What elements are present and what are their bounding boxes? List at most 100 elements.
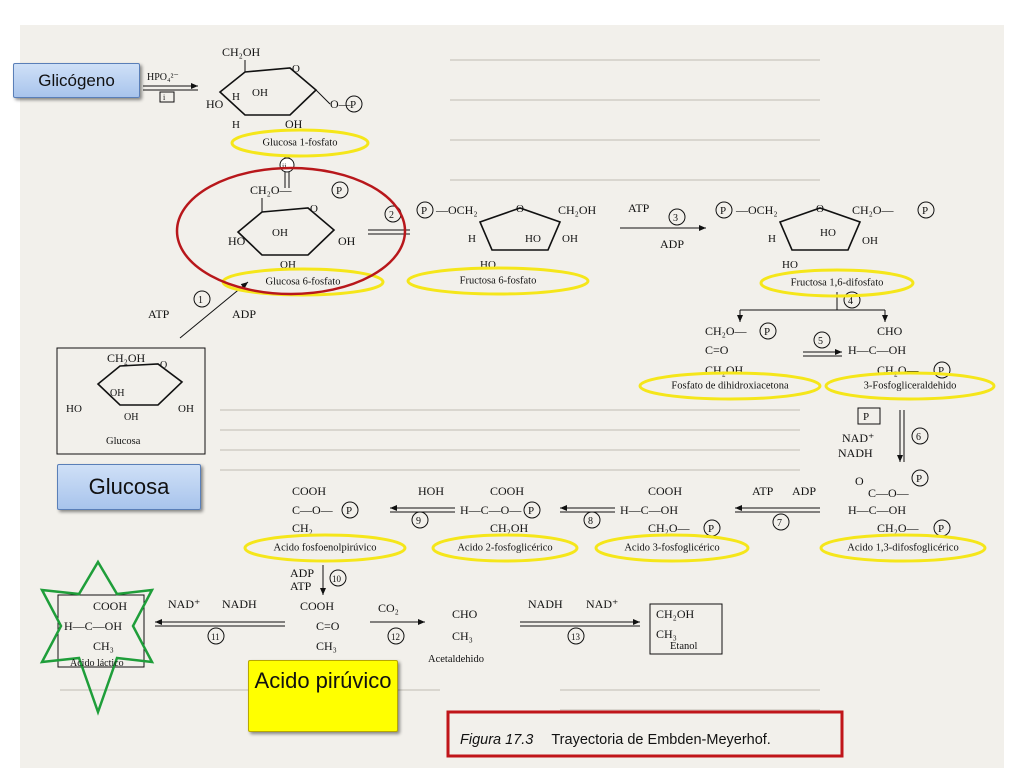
label-acido-2-fosfoglicerico: Acido 2-fosfoglicérico <box>457 542 553 554</box>
fosfoglicerico-3-structure: COOH H—C—OH CH₂O— P <box>620 484 721 537</box>
svg-text:P: P <box>421 205 427 217</box>
svg-text:i: i <box>163 93 166 102</box>
svg-text:O: O <box>516 203 524 215</box>
svg-text:P: P <box>922 205 928 217</box>
svg-text:HO: HO <box>228 234 246 248</box>
svg-text:OH: OH <box>285 117 303 131</box>
label-fosfato-dihidroxiacetona: Fosfato de dihidroxiacetona <box>671 380 789 392</box>
svg-text:OH: OH <box>178 403 194 415</box>
label-glucosa-box: Glucosa <box>106 436 141 447</box>
svg-text:HO: HO <box>782 259 798 271</box>
svg-text:4: 4 <box>848 296 853 307</box>
label-fructosa-1-6-difosfato: Fructosa 1,6-difosfato <box>790 277 884 289</box>
svg-text:5: 5 <box>818 336 823 347</box>
atp-label-3: ATP <box>628 201 650 215</box>
svg-text:P: P <box>336 185 342 197</box>
svg-text:8: 8 <box>588 516 593 527</box>
svg-text:OH: OH <box>124 412 138 423</box>
label-acido-fosfoenolpiruvico: Acido fosfoenolpirúvico <box>273 542 377 554</box>
hpo4-label: HPO₄²⁻ <box>147 72 179 83</box>
svg-text:13: 13 <box>571 632 581 642</box>
svg-text:12: 12 <box>391 632 400 642</box>
figure-caption: Figura 17.3 Trayectoria de Embden-Meyerho… <box>460 732 771 748</box>
label-etanol: Etanol <box>670 641 698 652</box>
svg-text:H—C—OH: H—C—OH <box>620 503 678 517</box>
atp-label-10: ATP <box>290 579 312 593</box>
svg-text:3: 3 <box>673 213 678 224</box>
svg-text:H: H <box>468 233 476 245</box>
piruvico-structure: COOH C=O CH₃ <box>300 599 340 653</box>
figure-title: Trayectoria de Embden-Meyerhof. <box>551 732 771 748</box>
svg-text:CH₂OH: CH₂OH <box>222 45 261 59</box>
svg-text:CH₂O—: CH₂O— <box>705 324 748 338</box>
svg-text:—OCH₂: —OCH₂ <box>435 203 478 217</box>
glucosa-6-fosfato-circle <box>175 166 407 296</box>
difosfoglicerico-structure: O C—O— P H—C—OH CH₂O— P <box>848 469 951 537</box>
label-glucosa-1-fosfato: Glucosa 1-fosfato <box>262 137 338 149</box>
svg-text:H—C—O—: H—C—O— <box>460 503 522 517</box>
dihidroxiacetona-structure: CH₂O— P C=O CH₂OH <box>705 322 777 377</box>
svg-text:P: P <box>938 523 944 535</box>
nad-label-13: NAD⁺ <box>586 597 618 611</box>
svg-text:CH₂OH: CH₂OH <box>705 363 744 377</box>
svg-text:CH₃: CH₃ <box>452 629 473 643</box>
svg-text:ii: ii <box>282 162 287 171</box>
svg-text:CH₃: CH₃ <box>316 639 337 653</box>
svg-text:O: O <box>855 474 864 488</box>
svg-text:OH: OH <box>562 233 578 245</box>
callout-glicogeno: Glicógeno <box>13 63 140 98</box>
co2-label: CO₂ <box>378 601 399 615</box>
adp-label-7: ADP <box>792 484 816 498</box>
svg-text:11: 11 <box>211 632 220 642</box>
svg-text:CH₂OH: CH₂OH <box>656 607 695 621</box>
svg-text:H: H <box>232 119 240 131</box>
svg-text:P: P <box>938 365 944 377</box>
svg-text:OH: OH <box>338 234 356 248</box>
adp-label-3: ADP <box>660 237 684 251</box>
atp-label-1: ATP <box>148 307 170 321</box>
svg-text:OH: OH <box>110 388 124 399</box>
figure-number: Figura 17.3 <box>460 732 534 748</box>
svg-text:COOH: COOH <box>648 484 682 498</box>
svg-text:CH₃: CH₃ <box>656 627 677 641</box>
svg-text:7: 7 <box>777 518 782 529</box>
acido-lactico-structure: COOH H—C—OH CH₃ <box>57 594 145 668</box>
label-glucosa-6-fosfato: Glucosa 6-fosfato <box>265 276 341 288</box>
svg-text:H: H <box>232 91 240 103</box>
svg-text:C=O: C=O <box>316 619 340 633</box>
adp-label-1: ADP <box>232 307 256 321</box>
svg-text:P: P <box>916 473 922 485</box>
etanol-structure: CH₂OH CH₃ <box>649 603 723 655</box>
label-acido-1-3-difosfoglicerico: Acido 1,3-difosfoglicérico <box>847 542 959 554</box>
svg-text:CH₂OH: CH₂OH <box>107 351 146 365</box>
svg-text:P: P <box>764 326 770 338</box>
svg-text:O: O <box>310 203 318 215</box>
svg-text:10: 10 <box>332 574 342 584</box>
svg-text:H—C—OH: H—C—OH <box>848 343 906 357</box>
svg-text:HO: HO <box>206 97 224 111</box>
svg-text:O: O <box>292 63 300 75</box>
svg-text:CH₂OH: CH₂OH <box>558 203 597 217</box>
svg-text:C=O: C=O <box>705 343 729 357</box>
svg-text:CHO: CHO <box>452 607 478 621</box>
svg-text:P: P <box>708 523 714 535</box>
label-acido-3-fosfoglicerico: Acido 3-fosfoglicérico <box>624 542 720 554</box>
svg-text:2: 2 <box>389 210 394 221</box>
figure-caption-frame <box>446 710 844 758</box>
acetaldehido-structure: CHO CH₃ <box>452 607 478 643</box>
fosfoenolpiruvico-structure: COOH C—O— P CH₂ <box>292 484 359 535</box>
svg-text:OH: OH <box>252 87 268 99</box>
svg-text:H—C—OH: H—C—OH <box>848 503 906 517</box>
svg-text:O—: O— <box>330 97 352 111</box>
svg-text:HO: HO <box>66 403 82 415</box>
background-text-lines <box>60 59 820 711</box>
svg-text:1: 1 <box>198 295 203 306</box>
svg-text:CH₂O—: CH₂O— <box>852 203 895 217</box>
svg-text:HO: HO <box>820 227 836 239</box>
svg-text:C—O—: C—O— <box>868 486 910 500</box>
